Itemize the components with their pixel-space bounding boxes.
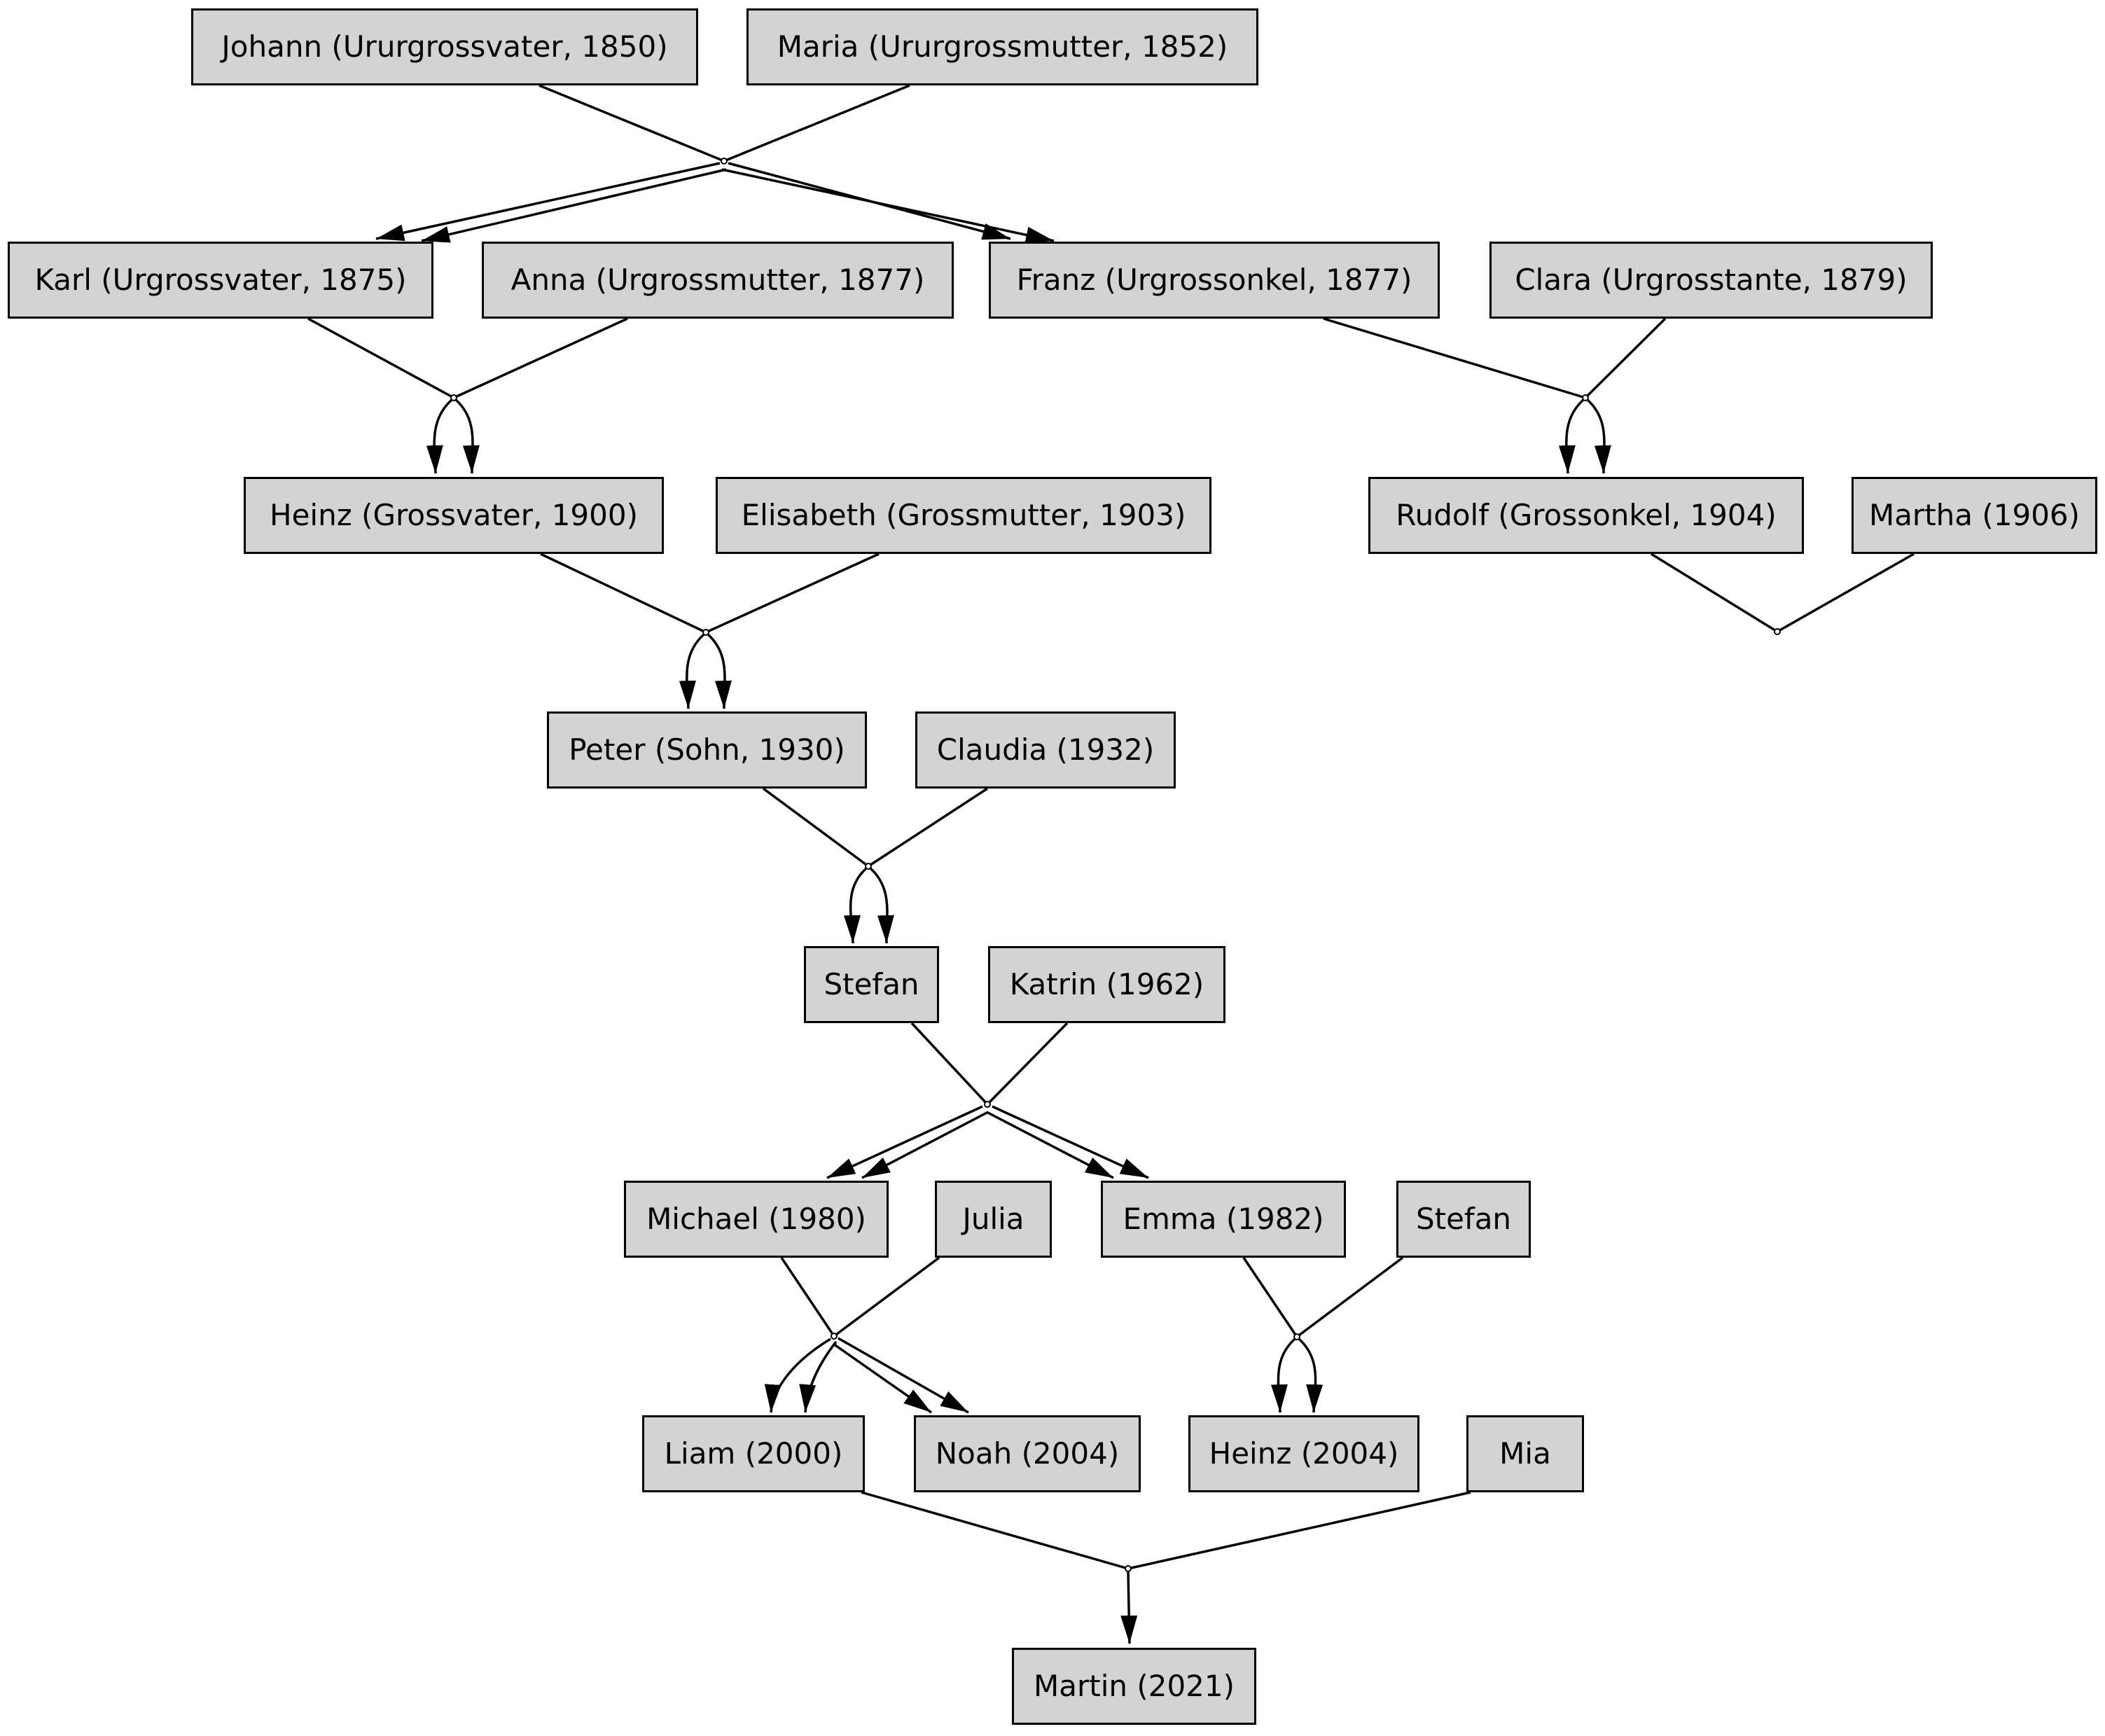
union-dot [450,394,457,401]
node-claudia: Claudia (1932) [915,711,1176,789]
edge-union-peter-a [679,633,705,709]
union-dot [1293,1333,1300,1340]
node-rudolf: Rudolf (Grossonkel, 1904) [1368,477,1804,554]
edge-union-peter-b [707,633,732,709]
edge-union-emma-a [992,1105,1149,1179]
edge-union-liam-a [764,1338,831,1413]
edge-julia-union [833,1256,940,1338]
node-liam: Liam (2000) [642,1415,865,1492]
edge-anna-union [453,317,628,399]
edge-union-karl-a [375,162,721,242]
node-elisabeth: Elisabeth (Grossmutter, 1903) [716,477,1211,554]
edge-union-liam-b [799,1340,838,1413]
edge-union-franz-b [721,168,1055,244]
edge-rudolf-union [1651,553,1778,633]
union-dot [865,863,872,870]
edge-stefan-union [910,1022,989,1106]
edge-karl-union [307,317,454,399]
edge-union-heinz2004-b [1298,1338,1324,1413]
edge-union-michael-b [861,1111,989,1179]
node-franz: Franz (Urgrossonkel, 1877) [989,242,1440,319]
node-martha: Martha (1906) [1852,477,2097,554]
edge-union-stefan-a [843,867,868,944]
node-emma: Emma (1982) [1101,1181,1346,1258]
edge-johann-union [539,84,725,162]
edge-liam-union [861,1491,1129,1570]
edge-union-noah-a [838,1337,969,1414]
union-dot [1125,1565,1132,1572]
union-dot [831,1333,838,1340]
edge-union-heinz2004-a [1270,1338,1296,1413]
node-anna: Anna (Urgrossmutter, 1877) [482,242,954,319]
edge-katrin-union [986,1022,1069,1106]
edge-martha-union [1777,553,1915,633]
union-junction-dots [450,158,1781,1572]
union-dot [1582,394,1589,401]
union-dot [984,1101,991,1108]
edge-union-michael-a [826,1105,983,1179]
union-dot [721,158,728,165]
node-noah: Noah (2004) [914,1415,1141,1492]
edge-claudia-union [868,787,988,868]
union-to-child-edges [375,162,1611,1644]
edge-elisabeth-union [705,553,880,634]
node-katrin: Katrin (1962) [988,946,1225,1023]
edge-union-stefan-b [869,867,894,944]
edge-union-rudolf-a [1558,398,1585,474]
node-michael: Michael (1980) [624,1181,889,1258]
edge-franz-union [1323,317,1586,399]
edge-mia-union [1127,1491,1471,1570]
node-heinz: Heinz (Grossvater, 1900) [244,477,664,554]
node-johann: Johann (Ururgrossvater, 1850) [191,8,698,85]
edge-emma-union [1242,1257,1298,1338]
node-karl: Karl (Urgrossvater, 1875) [8,242,433,319]
node-heinz2004: Heinz (2004) [1188,1415,1419,1492]
node-maria: Maria (Ururgrossmutter, 1852) [746,8,1258,85]
edge-heinz-union [540,553,707,634]
edge-union-heinz-a [426,398,453,474]
edge-union-karl-b [421,168,727,243]
node-peter: Peter (Sohn, 1930) [547,711,867,789]
node-mia: Mia [1466,1415,1584,1492]
node-julia: Julia [935,1181,1052,1258]
union-dot [1774,628,1781,635]
edge-union-heinz-b [454,398,480,474]
edge-union-rudolf-b [1586,398,1611,474]
node-stefan2: Stefan [1396,1181,1531,1258]
node-stefan: Stefan [804,946,939,1023]
parent-to-union-edges [307,84,1915,1570]
edge-michael-union [780,1257,835,1337]
node-martin: Martin (2021) [1012,1648,1256,1725]
edge-union-emma-b [986,1111,1114,1179]
edge-stefan2-union [1295,1256,1404,1338]
edge-clara-union [1584,317,1667,399]
edge-union-noah-b [832,1342,933,1414]
edge-union-martin [1120,1571,1138,1644]
edge-peter-union [762,787,870,868]
union-dot [702,629,709,636]
node-clara: Clara (Urgrosstante, 1879) [1489,242,1933,319]
edge-maria-union [723,84,910,162]
